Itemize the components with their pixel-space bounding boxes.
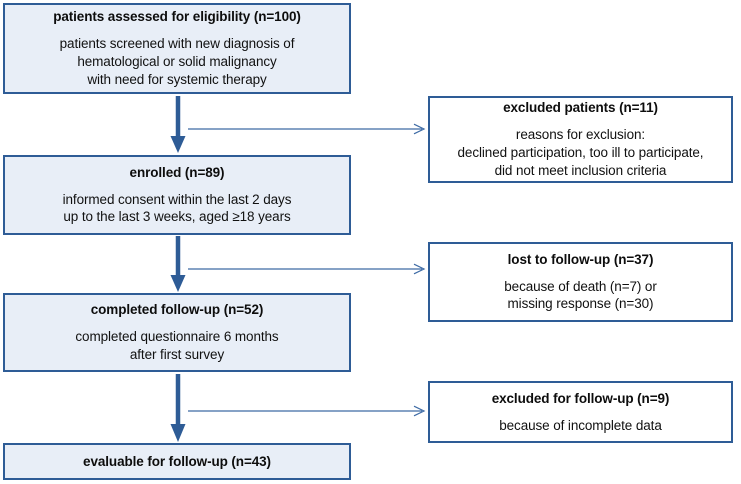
node-excluded-patients: excluded patients (n=11) reasons for exc… [428, 96, 733, 183]
node-title: excluded for follow-up (n=9) [491, 390, 670, 406]
node-completed-follow-up: completed follow-up (n=52) completed que… [3, 293, 351, 372]
node-evaluable-follow-up: evaluable for follow-up (n=43) [3, 443, 351, 480]
node-title: excluded patients (n=11) [503, 100, 658, 116]
arrow-enrolled-to-lost [188, 262, 428, 276]
node-body: reasons for exclusion: declined particip… [457, 127, 704, 178]
arrow-assessed-to-excluded [188, 122, 428, 136]
node-enrolled: enrolled (n=89) informed consent within … [3, 155, 351, 235]
arrow-enrolled-to-completed [168, 236, 188, 293]
node-body: completed questionnaire 6 months after f… [75, 329, 279, 362]
node-body: because of incomplete data [499, 417, 662, 433]
arrow-completed-to-evaluable [168, 374, 188, 443]
node-body: because of death (n=7) or missing respon… [504, 278, 657, 312]
node-title: enrolled (n=89) [129, 164, 225, 180]
node-title: evaluable for follow-up (n=43) [83, 453, 271, 469]
node-body: patients screened with new diagnosis of … [59, 36, 295, 87]
node-title: completed follow-up (n=52) [90, 302, 264, 318]
node-title: patients assessed for eligibility (n=100… [53, 9, 301, 25]
node-excluded-for-follow-up: excluded for follow-up (n=9) because of … [428, 381, 733, 443]
node-patients-assessed: patients assessed for eligibility (n=100… [3, 3, 351, 94]
arrow-assessed-to-enrolled [168, 96, 188, 154]
node-lost-to-follow-up: lost to follow-up (n=37) because of deat… [428, 242, 733, 322]
node-title: lost to follow-up (n=37) [507, 251, 654, 267]
arrow-completed-to-excluded-follow-up [188, 404, 428, 418]
node-body: informed consent within the last 2 days … [62, 191, 292, 225]
